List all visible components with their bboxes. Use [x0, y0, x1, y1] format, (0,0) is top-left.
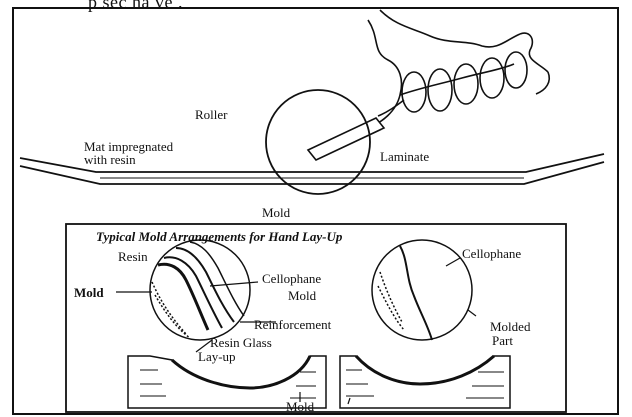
part-label: Part: [492, 334, 513, 347]
right-mold-base: [340, 356, 510, 408]
bottom-mold-label: Mold: [286, 400, 314, 413]
cellophane-mold-label: Mold: [288, 289, 316, 302]
resin-glass-label: Resin Glass: [210, 336, 272, 349]
right-detail: [372, 240, 472, 340]
layup-label: Lay-up: [198, 350, 236, 363]
left-mold-label: Mold: [74, 286, 104, 299]
roller-handle: [308, 118, 384, 160]
cellophane-label-left: Cellophane: [262, 272, 321, 285]
left-detail: [150, 240, 250, 340]
reinforcement-label: Reinforcement: [254, 318, 331, 331]
roller-label: Roller: [195, 108, 228, 121]
upper-mold-label: Mold: [262, 206, 290, 219]
resin-label: Resin: [118, 250, 148, 263]
lower-panel-title: Typical Mold Arrangements for Hand Lay-U…: [96, 229, 342, 245]
cellophane-label-right: Cellophane: [462, 247, 521, 260]
hand-illustration: [366, 10, 549, 130]
mat-label-line2: with resin: [84, 153, 136, 166]
molded-label: Molded: [490, 320, 530, 333]
laminate-label: Laminate: [380, 150, 429, 163]
